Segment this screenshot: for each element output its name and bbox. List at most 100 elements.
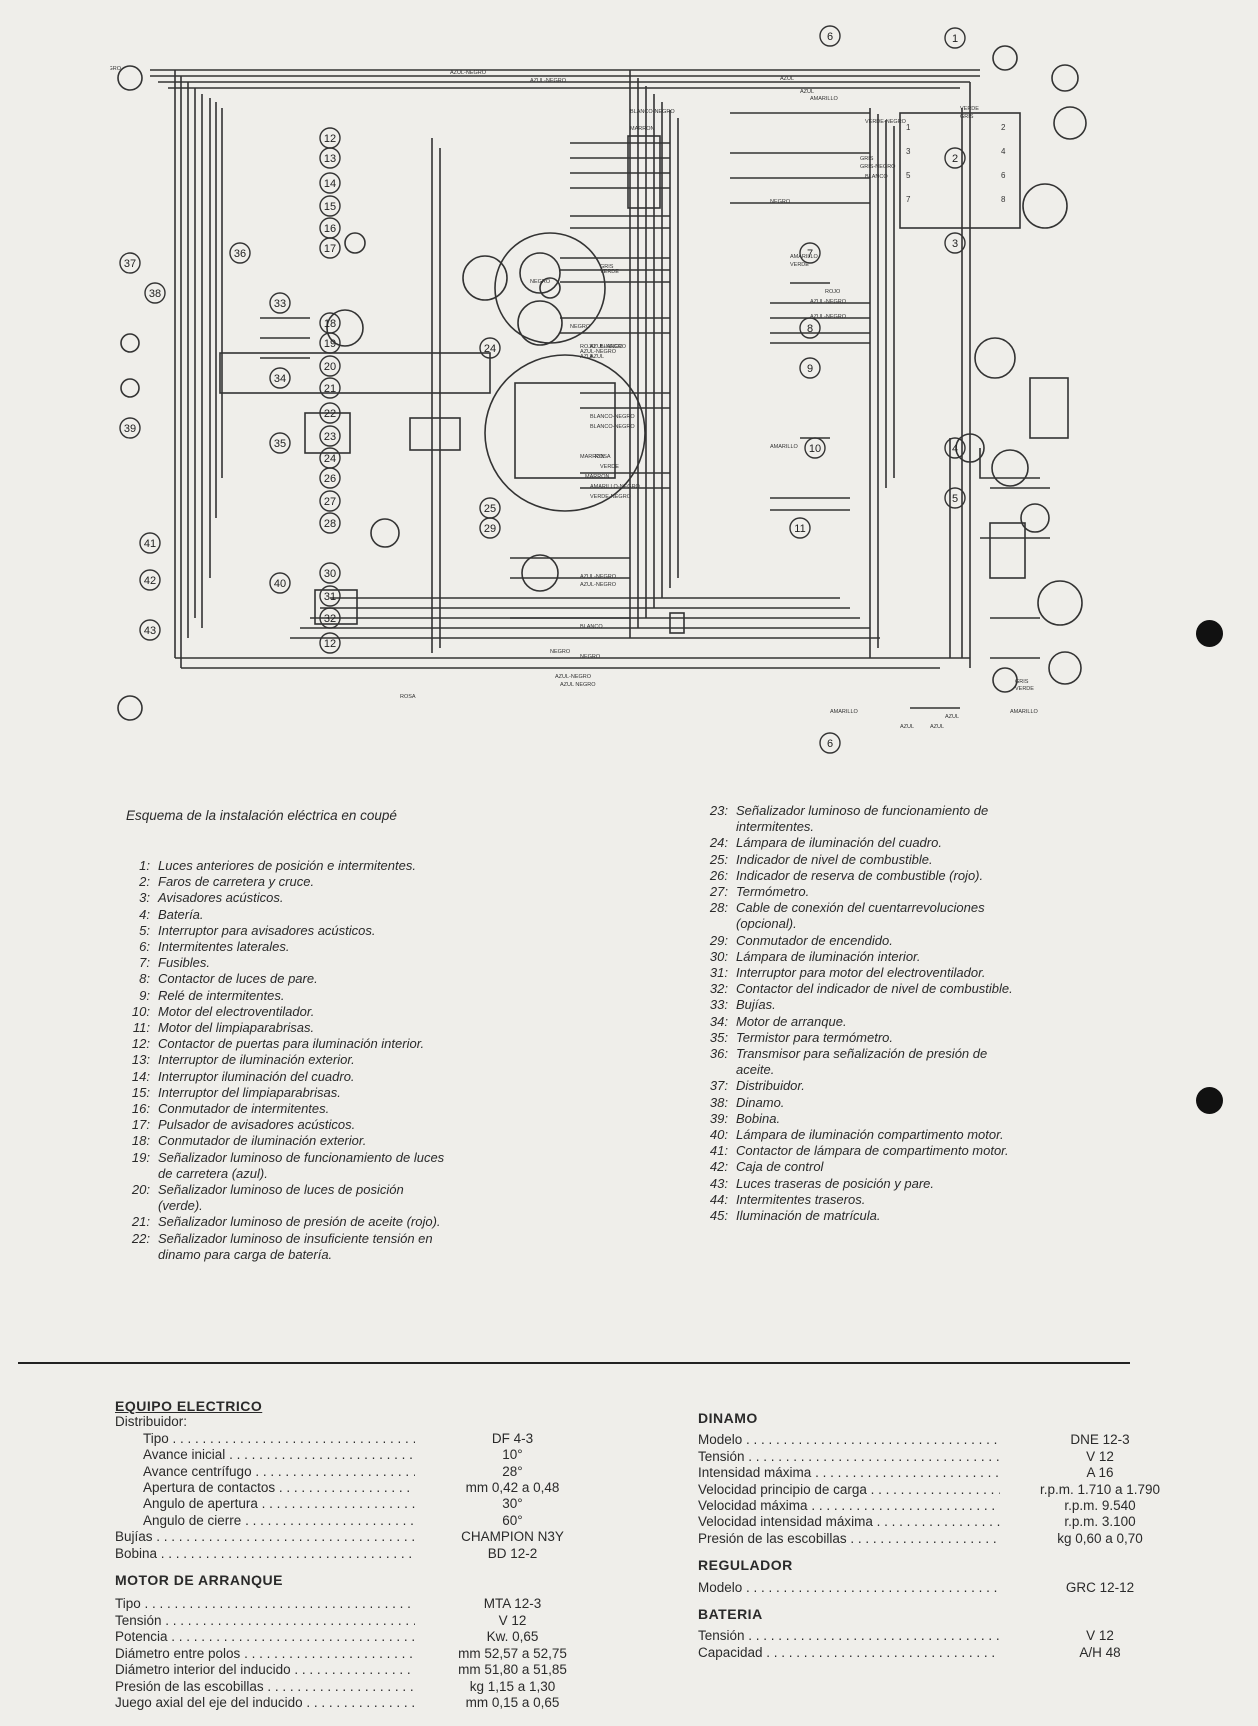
fuse-number: 1 — [906, 123, 911, 132]
spec-label: Potencia — [115, 1629, 415, 1645]
legend-text: Contactor de lámpara de compartimento mo… — [736, 1143, 1009, 1159]
spec-label: Angulo de apertura — [115, 1496, 415, 1512]
legend-text: Bobina. — [736, 1110, 781, 1126]
wire-label: NEGRO — [550, 649, 571, 655]
spec-value: 30° — [502, 1496, 523, 1512]
wire-label: ROJO — [825, 289, 841, 295]
fuse-number: 2 — [1001, 123, 1006, 132]
spec-row: Velocidad principio de carga r.p.m. 1.710… — [698, 1482, 1200, 1498]
callout: 43 — [139, 619, 161, 641]
spec-label: Tensión — [698, 1449, 1000, 1465]
legend-number: 14: — [131, 1068, 150, 1084]
spec-row: PotenciaKw. 0,65 — [115, 1629, 610, 1645]
legend-item: 29:Conmutador de encendido. — [690, 933, 1026, 949]
rear-light-component — [117, 695, 143, 721]
legend-number: 20: — [131, 1182, 150, 1198]
legend-text: Interruptor para motor del electroventil… — [736, 965, 986, 981]
callout-circle — [269, 367, 291, 389]
legend-number: 8: — [139, 971, 150, 987]
callout: 28 — [319, 512, 341, 534]
callout-circle — [319, 467, 341, 489]
legend-item: 28:Cable de conexión del cuentarrevoluci… — [690, 900, 1026, 932]
legend-text: Contactor del indicador de nivel de comb… — [736, 981, 1013, 997]
bateria-rows: TensiónV 12CapacidadA/H 48 — [698, 1628, 1200, 1661]
wire-label: GRIS — [860, 156, 874, 162]
callout: 42 — [139, 569, 161, 591]
callout-number: 34 — [274, 373, 286, 385]
callout: 35 — [269, 432, 291, 454]
legend-item: 1:Luces anteriores de posición e intermi… — [112, 858, 448, 874]
legend-text: Contactor de luces de pare. — [158, 971, 318, 987]
legend-right: 23:Señalizador luminoso de funcionamient… — [690, 803, 1026, 1224]
legend-text: Termómetro. — [736, 884, 810, 900]
plate-light-component — [120, 378, 140, 398]
callout-circle — [139, 532, 161, 554]
spec-value: BD 12-2 — [487, 1545, 538, 1561]
callout-number: 21 — [324, 383, 336, 395]
spec-label: Capacidad — [698, 1645, 1000, 1661]
legend-number: 45: — [709, 1208, 728, 1224]
callout: 23 — [319, 425, 341, 447]
callout-number: 26 — [324, 473, 336, 485]
legend-text: Batería. — [158, 906, 204, 922]
callout: 17 — [319, 237, 341, 259]
callout-circle — [944, 232, 966, 254]
callout: 12 — [319, 127, 341, 149]
legend-text: Bujías. — [736, 997, 776, 1013]
fan-switch-component — [669, 612, 685, 634]
callout-number: 6 — [827, 31, 833, 43]
spec-row: Velocidad intensidad máximar.p.m. 3.100 — [698, 1514, 1200, 1530]
wire-label: AZUL — [800, 89, 814, 95]
callout-circle — [319, 562, 341, 584]
spec-label: Velocidad principio de carga — [698, 1482, 1000, 1498]
legend-number: 31: — [709, 965, 728, 981]
legend-text: Termistor para termómetro. — [736, 1029, 894, 1045]
dynamo-component — [304, 412, 351, 454]
legend-text: Señalizador luminoso de funcionamiento d… — [736, 803, 989, 835]
legend-item: 10:Motor del electroventilador. — [112, 1004, 448, 1020]
legend-item: 20:Señalizador luminoso de luces de posi… — [112, 1182, 448, 1214]
legend-item: 33:Bujías. — [690, 997, 1026, 1013]
binder-hole — [1196, 620, 1223, 647]
callout: 20 — [319, 355, 341, 377]
motor-rows: TipoMTA 12-3TensiónV 12PotenciaKw. 0,65D… — [115, 1596, 610, 1711]
spec-label: Diámetro entre polos — [115, 1646, 415, 1662]
components — [117, 45, 1087, 721]
legend-text: Motor de arranque. — [736, 1013, 847, 1029]
legend-item: 41:Contactor de lámpara de compartimento… — [690, 1143, 1026, 1159]
spec-value: A/H 48 — [1079, 1644, 1121, 1660]
section-title-equipo: EQUIPO ELECTRICO — [115, 1398, 263, 1414]
callout: 27 — [319, 490, 341, 512]
legend-text: Luces anteriores de posición e intermite… — [158, 858, 416, 873]
callout: 24 — [319, 447, 341, 469]
legend-item: 22:Señalizador luminoso de insuficiente … — [112, 1231, 448, 1263]
callout: 29 — [479, 517, 501, 539]
spec-value: r.p.m. 1.710 a 1.790 — [1039, 1481, 1161, 1497]
legend-item: 8: Contactor de luces de pare. — [112, 971, 448, 987]
callout-circle — [269, 572, 291, 594]
legend-number: 26: — [709, 867, 728, 883]
callout: 2 — [944, 147, 966, 169]
spec-row: BujíasCHAMPION N3Y — [115, 1529, 610, 1545]
spec-row: Presión de las escobillaskg 0,60 a 0,70 — [698, 1531, 1200, 1547]
legend-item: 3:Avisadores acústicos. — [112, 890, 448, 906]
callout-number: 41 — [144, 538, 156, 550]
legend-text: Iluminación de matrícula. — [736, 1208, 881, 1224]
wire-label: AZUL-NEGRO — [810, 299, 847, 305]
callout: 18 — [319, 312, 341, 334]
legend-item: 35:Termistor para termómetro. — [690, 1030, 1026, 1046]
legend-number: 6: — [139, 939, 150, 955]
legend-item: 13:Interruptor de iluminación exterior. — [112, 1052, 448, 1068]
spec-label: Intensidad máxima — [698, 1465, 1000, 1481]
callout-circle — [319, 512, 341, 534]
callout: 16 — [319, 217, 341, 239]
callout-number: 12 — [324, 133, 336, 145]
wire-label: AZUL-NEGRO — [580, 574, 617, 580]
callout-number: 32 — [324, 613, 336, 625]
wire-label: AMARILLO-NEGRO — [590, 484, 641, 490]
wire-label: AZUL-NEGRO — [590, 344, 627, 350]
legend-item: 30:Lámpara de iluminación interior. — [690, 949, 1026, 965]
legend-number: 18: — [131, 1133, 150, 1149]
battery-component — [1029, 377, 1069, 439]
callout-circle — [319, 147, 341, 169]
